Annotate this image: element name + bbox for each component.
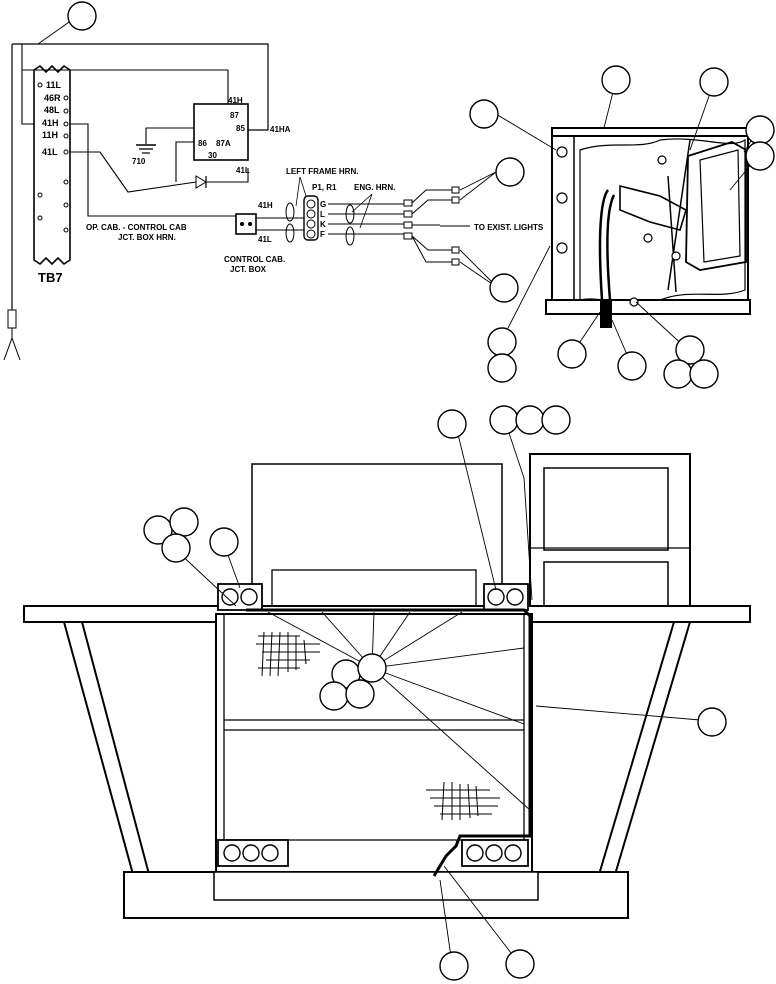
left-frame-harness-label: LEFT FRAME HRN. xyxy=(286,167,358,176)
harness-label: JCT. BOX HRN. xyxy=(118,233,176,242)
relay-pin-label: 85 xyxy=(236,124,245,133)
callout-balloon xyxy=(345,679,375,709)
relay-pin-label: 87 xyxy=(230,111,239,120)
control-cab-junction-box xyxy=(235,213,257,235)
grille-marking xyxy=(426,781,500,821)
connector-pin-label: K xyxy=(320,220,326,229)
callout-balloons xyxy=(67,1,775,981)
callout-balloon xyxy=(169,507,199,537)
callout-balloon xyxy=(617,351,647,381)
relay-pin-label: 87A xyxy=(216,139,231,148)
terminal-block-tb7: 11L 46R 48L 41H 11H 41L TB7 xyxy=(33,64,71,285)
callout-balloon xyxy=(745,141,775,171)
connector-pin-label: G xyxy=(320,200,326,209)
connector-label: P1, R1 xyxy=(312,183,337,192)
eng-harness-label: ENG. HRN. xyxy=(354,183,395,192)
callout-balloon xyxy=(495,157,525,187)
relay-41ha-label: 41HA xyxy=(270,125,291,134)
callout-balloon xyxy=(541,405,571,435)
connector-pin-label: L xyxy=(320,210,325,219)
headlight-detail xyxy=(495,79,759,367)
connector-p1-r1 xyxy=(303,195,319,241)
callout-balloon xyxy=(699,67,729,97)
tb7-terminal-label: 46R xyxy=(44,93,61,103)
callout-balloon xyxy=(515,405,545,435)
lower-light-panel-left xyxy=(217,839,289,867)
tb7-terminal-label: 11H xyxy=(42,130,58,140)
relay: 41H 87 85 86 87A 30 41L 41HA xyxy=(193,96,291,175)
callout-balloon xyxy=(437,409,467,439)
tb7-terminal-label: 41L xyxy=(42,147,58,157)
wire-41h-label: 41H xyxy=(258,201,273,210)
callout-balloon xyxy=(557,339,587,369)
relay-pin-label: 86 xyxy=(198,139,207,148)
connector-pin-label: F xyxy=(320,230,325,239)
ground-label: 710 xyxy=(132,157,146,166)
tb7-terminal-label: 41H xyxy=(42,118,59,128)
upper-light-panel-left xyxy=(217,583,263,611)
jct-box-label: CONTROL CAB. xyxy=(224,255,285,264)
jct-box-label: JCT. BOX xyxy=(230,265,267,274)
wire-41l-label: 41L xyxy=(258,235,272,244)
relay-pin-label: 30 xyxy=(208,151,217,160)
upper-light-panel-right xyxy=(483,583,529,611)
fuse-symbol xyxy=(7,309,17,329)
tb7-title: TB7 xyxy=(38,270,63,285)
grille-marking xyxy=(256,631,320,677)
callout-balloon xyxy=(697,707,727,737)
ground-icon xyxy=(136,144,156,154)
vehicle-rear-view xyxy=(23,423,751,965)
wiring-harness xyxy=(246,608,532,877)
callout-balloon xyxy=(357,653,387,683)
callout-balloon xyxy=(505,949,535,979)
tb7-terminal-label: 48L xyxy=(44,105,60,115)
schematic: 11L 46R 48L 41H 11H 41L TB7 41H 87 xyxy=(3,19,544,361)
relay-41l-label: 41L xyxy=(236,166,250,175)
wire-fan-out xyxy=(403,186,460,266)
callout-balloon xyxy=(489,273,519,303)
callout-balloon xyxy=(67,1,97,31)
callout-balloon xyxy=(439,951,469,981)
to-lights-label: TO EXIST. LIGHTS xyxy=(474,223,544,232)
lower-light-panel-right xyxy=(461,839,529,867)
callout-balloon xyxy=(601,65,631,95)
callout-balloon xyxy=(469,99,499,129)
tb7-terminal-label: 11L xyxy=(46,80,62,90)
callout-balloon xyxy=(209,527,239,557)
harness-label: OP. CAB. - CONTROL CAB xyxy=(86,223,187,232)
callout-balloon xyxy=(487,327,517,357)
callout-balloon xyxy=(489,405,519,435)
callout-balloon xyxy=(689,359,719,389)
callout-balloon xyxy=(675,335,705,365)
callout-balloon xyxy=(487,353,517,383)
callout-balloon xyxy=(745,115,775,145)
callout-balloon xyxy=(319,681,349,711)
callout-balloon xyxy=(161,533,191,563)
callout-balloon xyxy=(663,359,693,389)
relay-pin-label: 41H xyxy=(228,96,243,105)
